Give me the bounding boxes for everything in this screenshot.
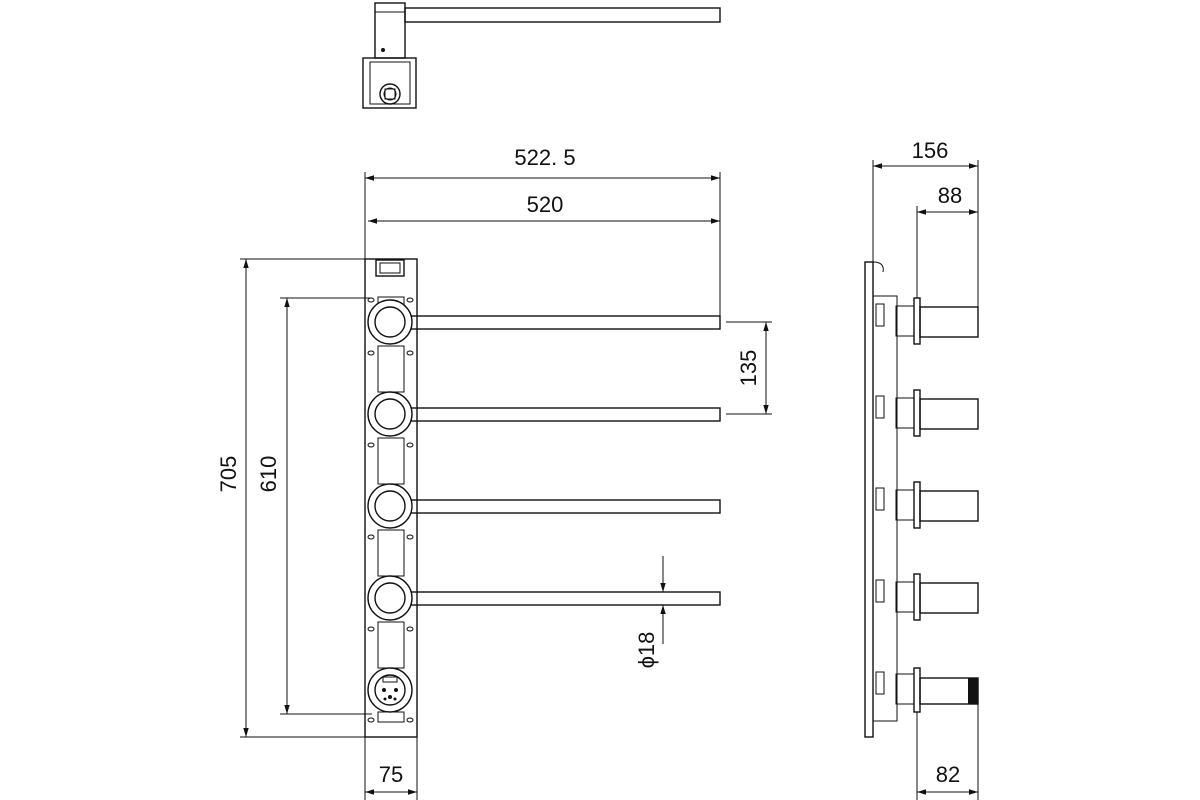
side-base-depth-label: 82	[936, 762, 960, 787]
dimension-side-depth: 156	[872, 138, 979, 307]
dimension-side-arm-depth: 88	[916, 183, 978, 298]
side-unit-1	[875, 297, 979, 345]
arm-4	[367, 575, 721, 621]
dimension-tube-diameter: ϕ18	[634, 556, 720, 668]
dimension-total-height: 705	[216, 258, 365, 738]
total-height-label: 705	[216, 456, 241, 493]
top-view	[362, 2, 721, 109]
mounting-holes	[367, 297, 414, 723]
power-connector-icon	[367, 667, 413, 713]
switch-icon	[375, 259, 405, 277]
dimension-side-base-depth: 82	[916, 704, 979, 800]
arm-2	[367, 391, 721, 437]
mount-spacing-label: 610	[256, 456, 281, 493]
dimension-bar-length: 520	[368, 192, 720, 224]
side-unit-2	[875, 389, 979, 437]
dimension-arm-spacing: 135	[726, 321, 772, 415]
arm-1	[367, 299, 721, 345]
dimension-mount-spacing: 610	[256, 297, 372, 715]
arm-spacing-label: 135	[736, 350, 761, 387]
tube-diameter-label: ϕ18	[634, 632, 659, 669]
side-arm-depth-label: 88	[938, 183, 962, 208]
side-power-plug	[875, 667, 979, 713]
side-unit-3	[875, 481, 979, 529]
dimension-rail-width: 75	[364, 737, 418, 800]
arm-3	[367, 483, 721, 529]
bar-length-label: 520	[527, 192, 564, 217]
side-view	[864, 261, 979, 738]
front-view	[364, 258, 721, 738]
dimension-overall-width: 522. 5	[364, 145, 721, 316]
side-unit-4	[875, 573, 979, 621]
side-depth-label: 156	[912, 138, 949, 163]
overall-width-label: 522. 5	[514, 145, 575, 170]
rail-width-label: 75	[379, 762, 403, 787]
